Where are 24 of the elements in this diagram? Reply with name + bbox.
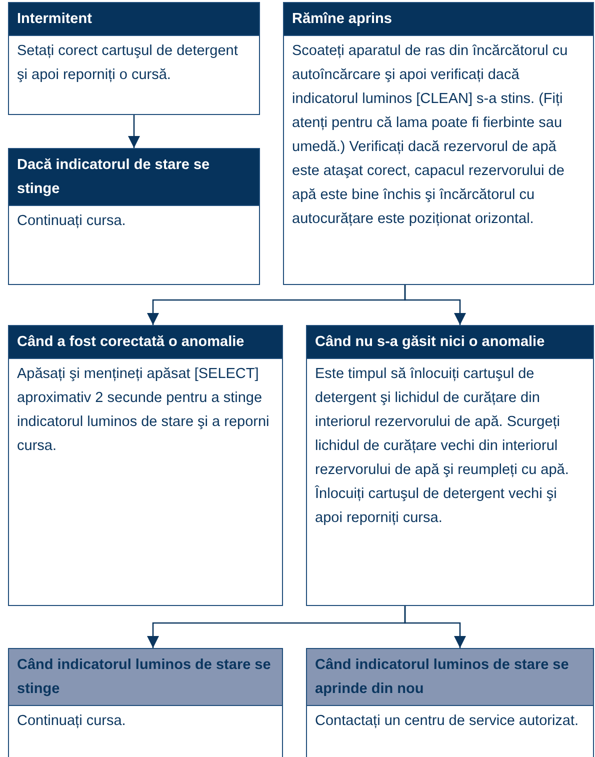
step-heading: Când indicatorul luminos de stare se stinge bbox=[9, 649, 282, 705]
step-box bbox=[283, 2, 594, 285]
step-heading: Când indicatorul luminos de stare se aprinde din nou bbox=[307, 649, 593, 705]
step-heading: Când nu s-a găsit nici o anomalie bbox=[307, 326, 593, 358]
step-text: Contactați un centru de service autorizat. bbox=[307, 705, 593, 733]
step-box bbox=[8, 325, 283, 606]
step-box bbox=[306, 648, 594, 757]
step-heading: Intermitent bbox=[9, 3, 259, 35]
arrow bbox=[404, 606, 466, 648]
step-text: Scoateți aparatul de ras din încărcătorul cu autoîncărcare şi apoi verificați dacă indicatorul luminos [CLEAN] s-a stins. (Fiți atenți pentru că lama poate fi fierbinte sau umedă.) Verificați dacă rezervorul de apă este ataşat corect, capacul rezervorului de apă este bine închis şi încărcătorul cu autocurățare este poziționat orizontal. bbox=[284, 35, 593, 231]
step-text: Continuați cursa. bbox=[9, 705, 282, 733]
arrow bbox=[128, 115, 140, 148]
step-text: Setați corect cartuşul de detergent şi apoi reporniți o cursă. bbox=[9, 35, 259, 87]
step-text: Continuați cursa. bbox=[9, 205, 259, 233]
step-box bbox=[306, 325, 594, 606]
step-box bbox=[8, 148, 260, 285]
step-heading: Dacă indicatorul de stare se stinge bbox=[9, 149, 259, 205]
step-text: Apăsați şi mențineți apăsat [SELECT] aproximativ 2 secunde pentru a stinge indicatorul luminos de stare şi a reporni cursa. bbox=[9, 358, 282, 458]
arrow bbox=[404, 285, 466, 325]
step-heading: Când a fost corectată o anomalie bbox=[9, 326, 282, 358]
step-text: Este timpul să înlocuiți cartuşul de detergent şi lichidul de curățare din interiorul rezervorului de apă. Scurgeți lichidul de curățare vechi din interiorul rezervorului de apă şi reumpleți cu apă. Înlocuiți cartuşul de detergent vechi şi apoi reporniți cursa. bbox=[307, 358, 593, 530]
step-box bbox=[8, 648, 283, 757]
step-box bbox=[8, 2, 260, 115]
step-heading: Rămîne aprins bbox=[284, 3, 593, 35]
